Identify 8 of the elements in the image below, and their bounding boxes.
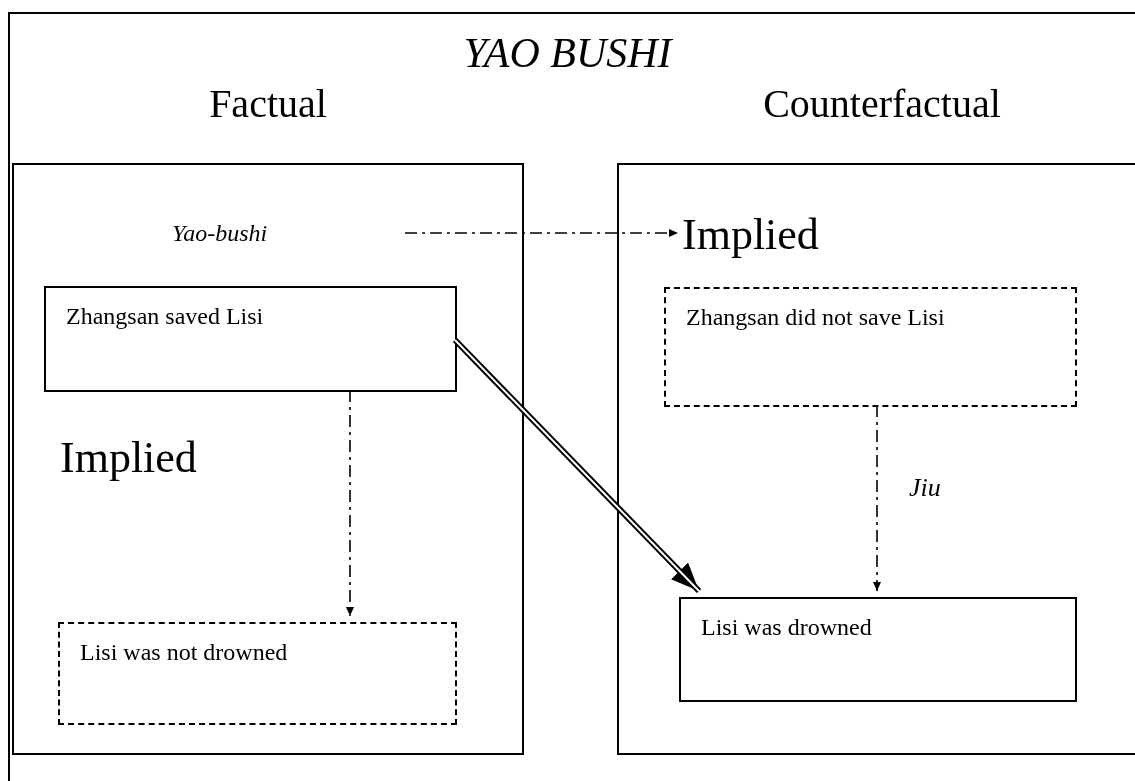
- statement-box: Lisi was drowned: [679, 597, 1077, 702]
- panel-heading: Factual: [208, 80, 328, 128]
- panel-heading: Counterfactual: [762, 80, 1002, 128]
- dashed-statement-box: Zhangsan did not save Lisi: [664, 287, 1077, 407]
- dashed-statement-box: Lisi was not drowned: [58, 622, 457, 725]
- text-label: Implied: [60, 432, 197, 484]
- statement-box: Zhangsan saved Lisi: [44, 286, 457, 392]
- diagram-title: YAO BUSHI: [462, 29, 674, 78]
